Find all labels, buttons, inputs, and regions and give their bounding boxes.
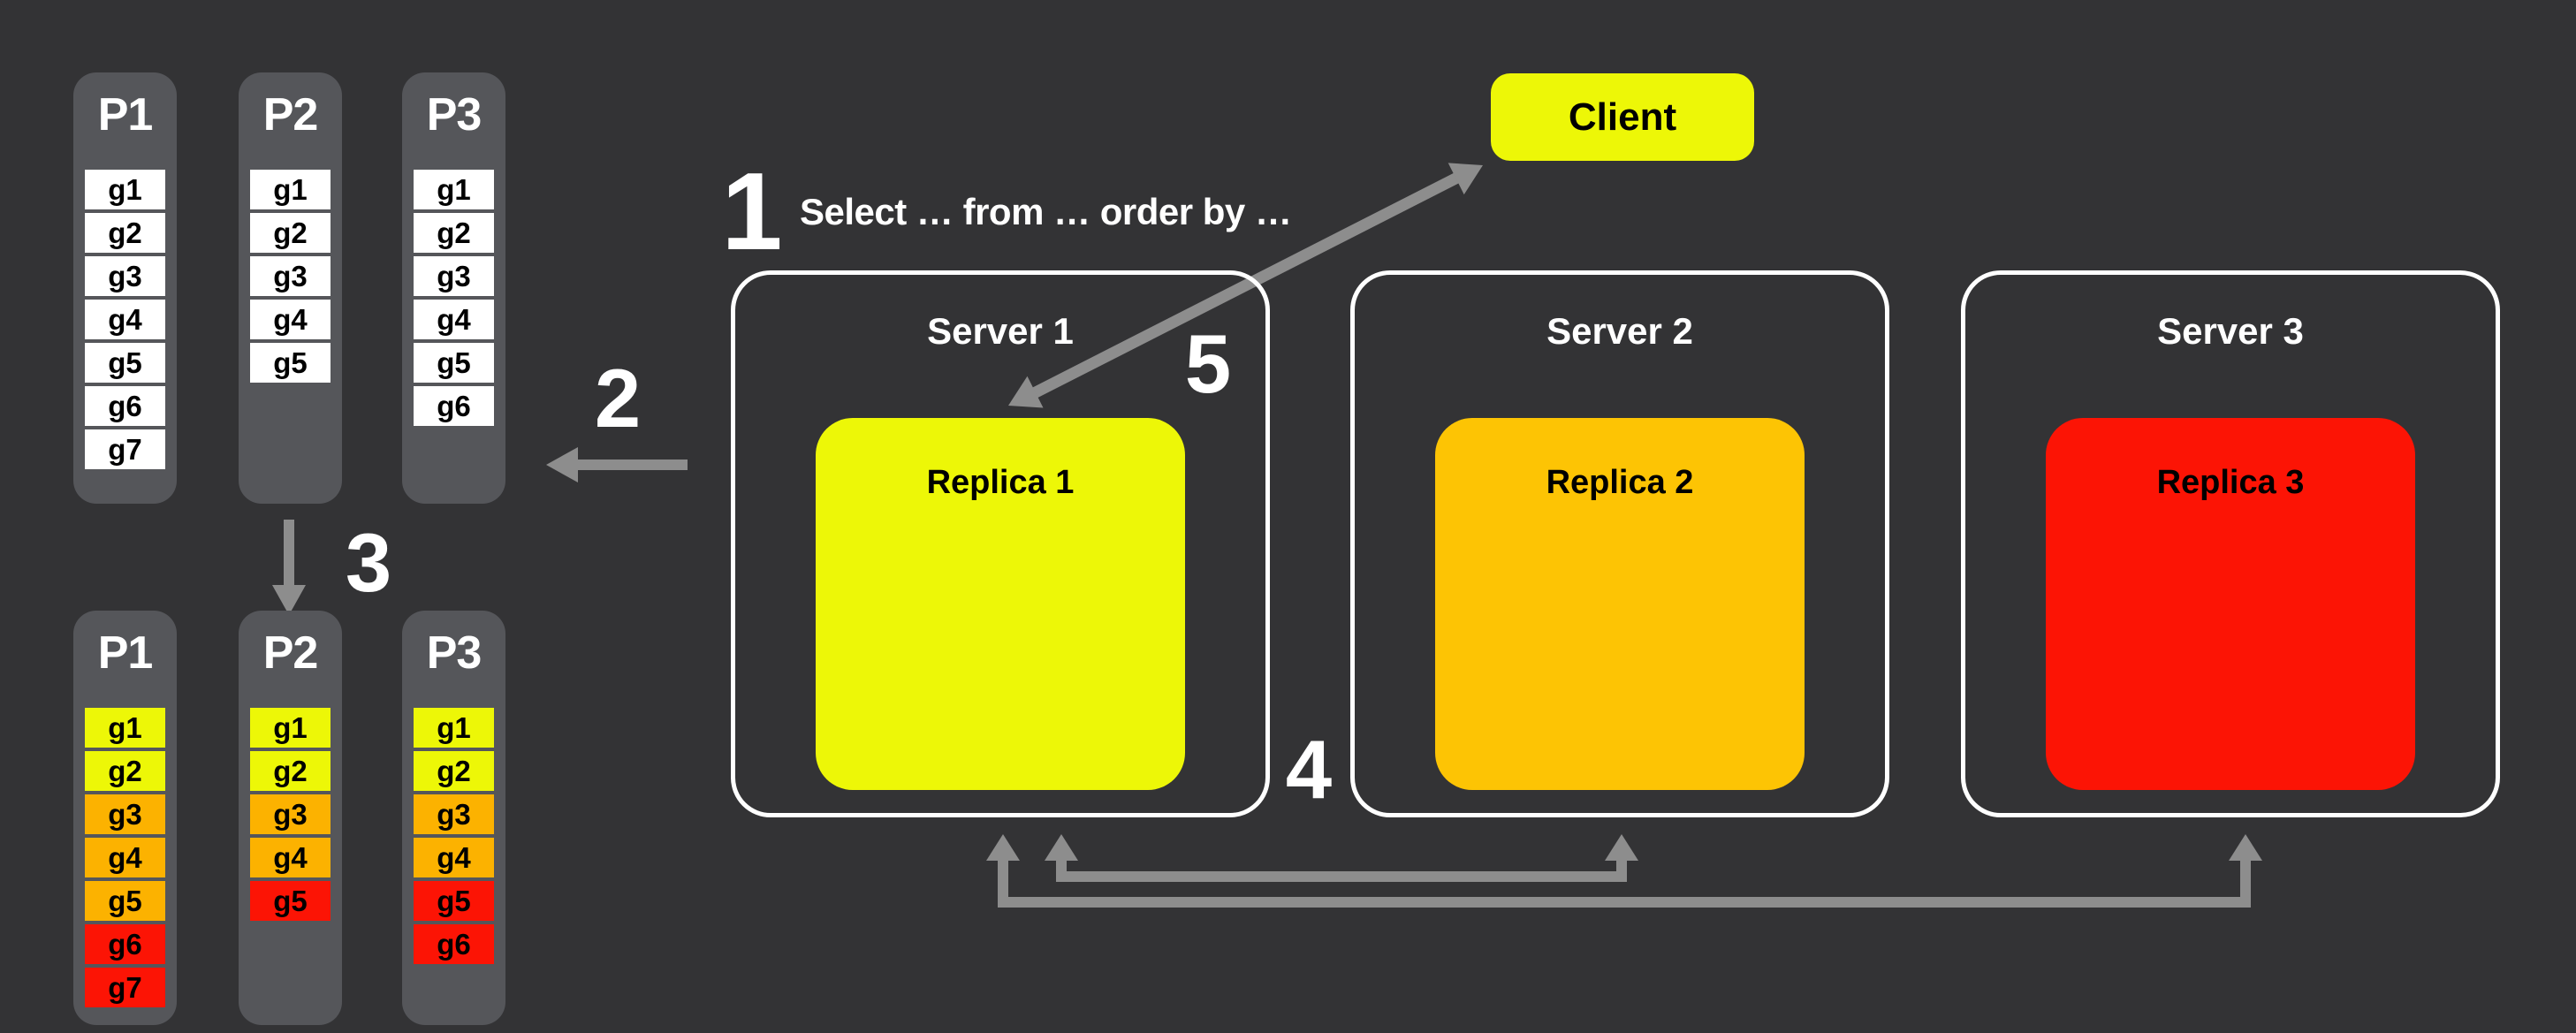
group-item-g6: g6 xyxy=(414,386,494,426)
group-item-g5: g5 xyxy=(414,343,494,383)
server-box-3: Server 3 Replica 3 xyxy=(1961,270,2500,817)
step3-down-arrow xyxy=(272,520,306,615)
group-item-g2: g2 xyxy=(250,213,331,253)
step4-number: 4 xyxy=(1285,723,1332,816)
group-item-g2: g2 xyxy=(414,751,494,791)
server-box-2: Server 2 Replica 2 xyxy=(1350,270,1889,817)
replica-label: Replica 1 xyxy=(926,464,1075,501)
group-item-g6: g6 xyxy=(85,386,165,426)
group-item-g3: g3 xyxy=(85,256,165,296)
group-item-g5: g5 xyxy=(85,343,165,383)
server-title: Server 3 xyxy=(2157,310,2304,352)
step1-number: 1 xyxy=(721,151,783,273)
group-item-g7: g7 xyxy=(85,968,165,1007)
group-item-g4: g4 xyxy=(85,838,165,877)
server-box-1: Server 1 Replica 1 xyxy=(731,270,1270,817)
group-item-g2: g2 xyxy=(85,751,165,791)
group-item-g6: g6 xyxy=(414,924,494,964)
replica-label: Replica 3 xyxy=(2156,464,2305,501)
step2-number: 2 xyxy=(594,352,641,444)
server-title: Server 1 xyxy=(927,310,1074,352)
group-item-g3: g3 xyxy=(85,794,165,834)
client-label: Client xyxy=(1568,95,1677,139)
group-item-g4: g4 xyxy=(250,300,331,339)
group-item-g3: g3 xyxy=(250,256,331,296)
group-item-g7: g7 xyxy=(85,429,165,469)
step5-number: 5 xyxy=(1184,317,1231,410)
server-title: Server 2 xyxy=(1546,310,1693,352)
group-item-g4: g4 xyxy=(250,838,331,877)
step2-left-arrow xyxy=(546,447,688,482)
group-item-g5: g5 xyxy=(414,881,494,921)
group-item-g6: g6 xyxy=(85,924,165,964)
partition-title: P2 xyxy=(262,627,319,679)
group-item-g1: g1 xyxy=(250,708,331,748)
group-item-g1: g1 xyxy=(250,170,331,209)
group-item-g1: g1 xyxy=(85,708,165,748)
partition-title: P3 xyxy=(426,627,483,679)
group-item-g3: g3 xyxy=(414,794,494,834)
client-box: Client xyxy=(1491,73,1754,161)
partition-title: P3 xyxy=(426,89,483,141)
group-item-g1: g1 xyxy=(414,170,494,209)
replica-box-3: Replica 3 xyxy=(2046,418,2415,790)
group-item-g1: g1 xyxy=(85,170,165,209)
replica-label: Replica 2 xyxy=(1546,464,1694,501)
replica-box-2: Replica 2 xyxy=(1435,418,1805,790)
replica-box-1: Replica 1 xyxy=(816,418,1185,790)
group-item-g5: g5 xyxy=(85,881,165,921)
step3-number: 3 xyxy=(345,516,391,609)
group-item-g3: g3 xyxy=(250,794,331,834)
gossip-arrow-server1-server2 xyxy=(1045,834,1638,882)
group-item-g2: g2 xyxy=(414,213,494,253)
group-item-g5: g5 xyxy=(250,343,331,383)
group-item-g2: g2 xyxy=(85,213,165,253)
group-item-g2: g2 xyxy=(250,751,331,791)
group-item-g5: g5 xyxy=(250,881,331,921)
group-item-g4: g4 xyxy=(414,300,494,339)
gossip-arrow-server1-server3 xyxy=(986,834,2262,908)
group-item-g4: g4 xyxy=(414,838,494,877)
partition-title: P1 xyxy=(97,89,154,141)
step1-query-annotation: Select … from … order by … xyxy=(800,191,1292,232)
group-item-g1: g1 xyxy=(414,708,494,748)
partition-title: P2 xyxy=(262,89,319,141)
group-item-g4: g4 xyxy=(85,300,165,339)
partition-title: P1 xyxy=(97,627,154,679)
group-item-g3: g3 xyxy=(414,256,494,296)
